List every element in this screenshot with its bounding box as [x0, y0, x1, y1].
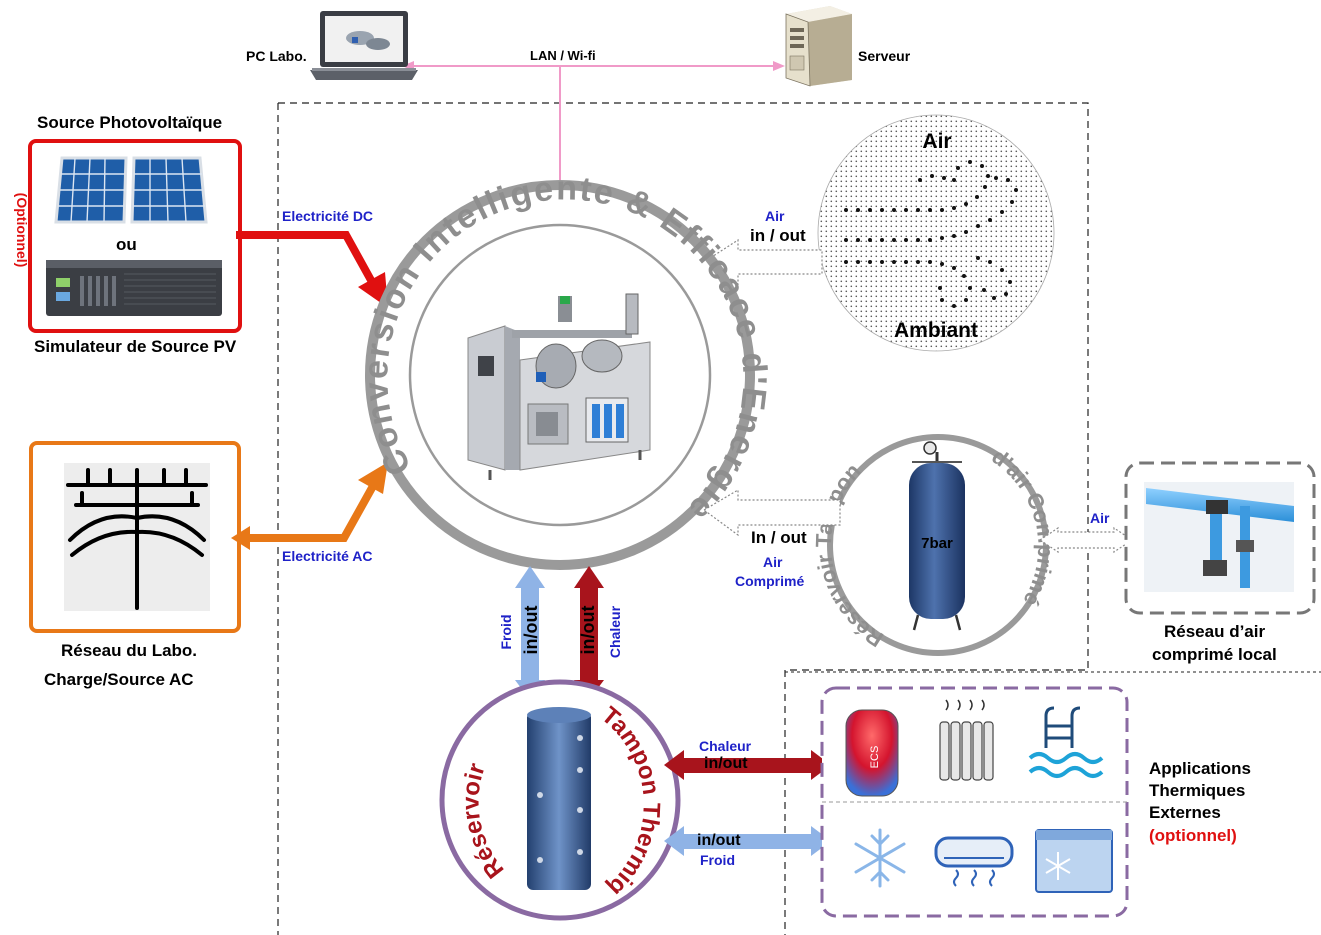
- inout-heat-label: in/out: [578, 606, 598, 655]
- pool-icon: [1028, 706, 1104, 778]
- heat-vertical-arrow: [574, 566, 604, 700]
- snowflake-icon: [854, 828, 906, 888]
- pv-optional-label: (Optionnel): [14, 193, 30, 268]
- local-air-arrow: [1038, 526, 1134, 554]
- ext-cold-inout: in/out: [697, 832, 741, 849]
- ext-heat-label: Chaleur: [699, 738, 752, 754]
- pv-simulator-label: Simulateur de Source PV: [34, 337, 237, 356]
- pv-or-label: ou: [116, 235, 137, 254]
- local-air-label: Air: [1090, 510, 1110, 526]
- laptop-icon: [310, 11, 418, 80]
- ext-cold-label: Froid: [700, 852, 735, 868]
- server-label: Serveur: [858, 48, 911, 64]
- lan-label: LAN / Wi-fi: [530, 48, 596, 63]
- ambient-air-arrow: [702, 238, 823, 286]
- compressed-air-label: Air: [763, 554, 783, 570]
- ext-heat-inout: in/out: [704, 755, 748, 772]
- grid-label-line1: Réseau du Labo.: [61, 641, 198, 660]
- external-apps-line1: Applications: [1149, 759, 1252, 778]
- solar-panel-icon: [54, 156, 208, 224]
- external-apps-line3: Externes: [1149, 803, 1221, 822]
- thermal-tank-icon: [527, 707, 591, 890]
- froid-label: Froid: [498, 615, 514, 650]
- air-tank-icon: [909, 441, 965, 631]
- pv-title: Source Photovoltaïque: [37, 113, 223, 132]
- grid-label-line2: Charge/Source AC: [44, 670, 194, 689]
- chaleur-label: Chaleur: [607, 605, 623, 658]
- ac-arrow: [231, 462, 388, 550]
- air-ambient-inout: in / out: [750, 226, 806, 245]
- compressed-comprime-label: Comprimé: [735, 573, 805, 589]
- freezer-icon: [1035, 829, 1113, 893]
- inout-cold-label: in/out: [521, 606, 541, 655]
- ambient-air-circle: [817, 114, 1055, 352]
- pv-simulator-icon: [46, 260, 222, 316]
- ac-label: Electricité AC: [282, 548, 373, 564]
- ext-cold-arrow: [664, 826, 831, 856]
- compressed-inout: In / out: [751, 528, 807, 547]
- dc-label: Electricité DC: [282, 208, 374, 224]
- pc-label: PC Labo.: [246, 48, 307, 64]
- machine-icon: [467, 293, 651, 480]
- radiator-icon: [939, 699, 994, 781]
- air-tank-pressure: 7bar: [921, 535, 953, 552]
- power-pole-icon: [64, 463, 210, 611]
- air-ambient-label: Air: [765, 208, 785, 224]
- local-air-line1: Réseau d’air: [1164, 622, 1266, 641]
- local-air-line2: comprimé local: [1152, 645, 1277, 664]
- ecs-label: ECS: [869, 746, 881, 769]
- server-icon: [785, 6, 852, 87]
- air-pipe-icon: [1144, 482, 1294, 592]
- dc-arrow: [236, 231, 388, 308]
- external-apps-line2: Thermiques: [1149, 781, 1246, 800]
- ecs-tank-icon: ECS: [845, 709, 899, 797]
- external-apps-optional: (optionnel): [1149, 826, 1237, 845]
- ambient-air-bottom: Ambiant: [894, 319, 978, 342]
- air-conditioner-icon: [934, 836, 1014, 887]
- compressed-air-arrow: [702, 488, 841, 537]
- ambient-air-top: Air: [922, 130, 951, 153]
